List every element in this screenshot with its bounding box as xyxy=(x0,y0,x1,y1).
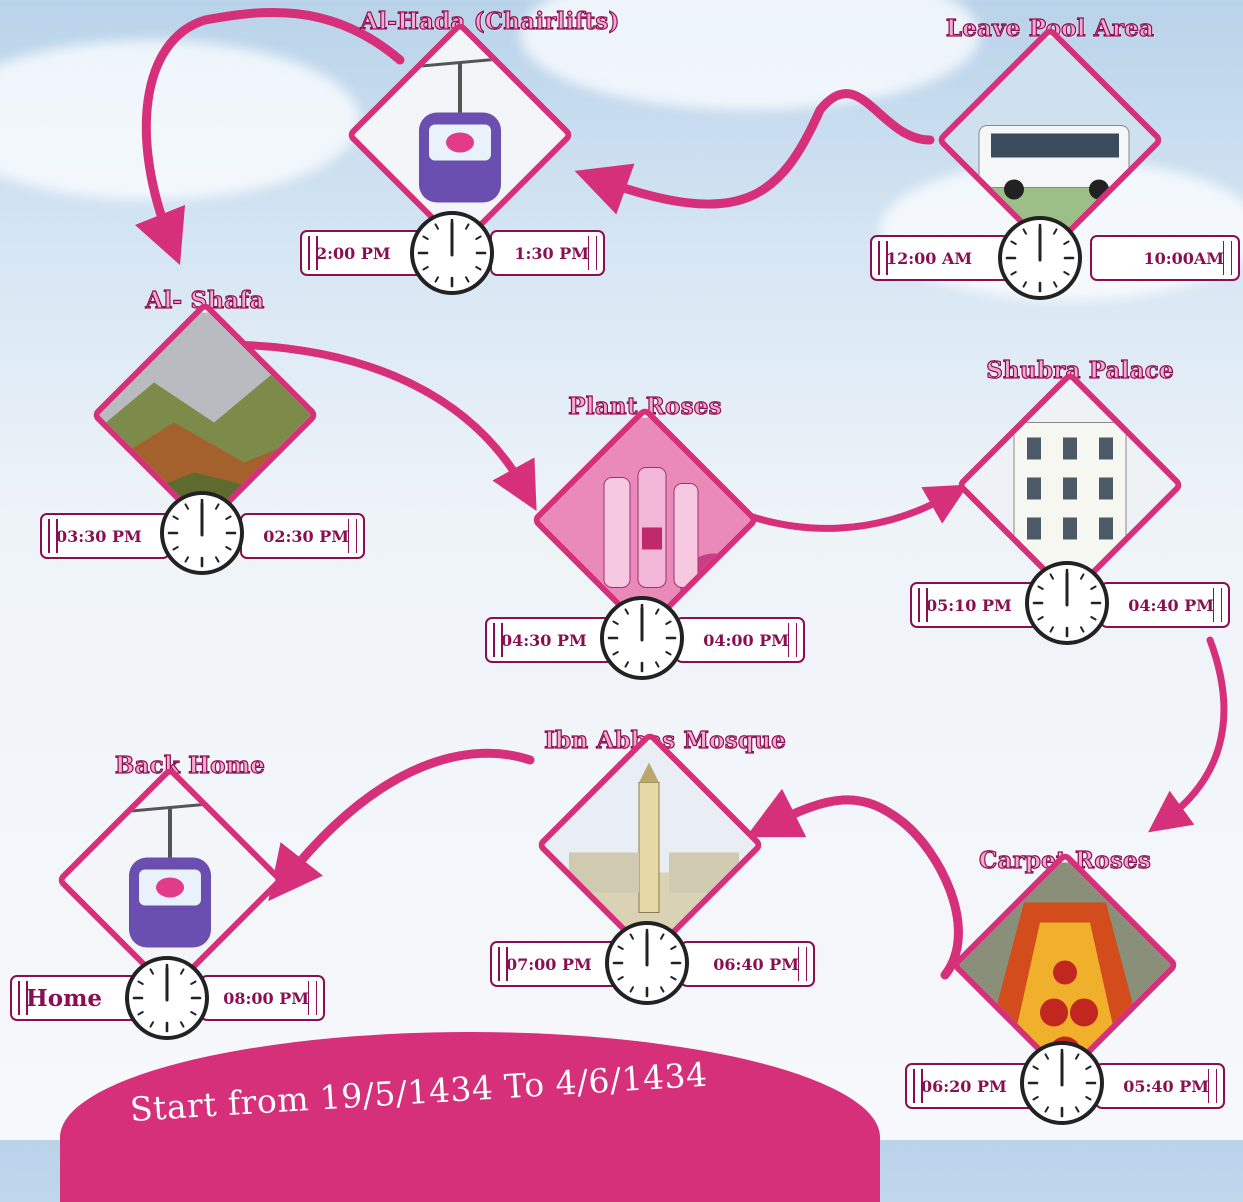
route-arrows xyxy=(134,7,1228,980)
clock-icon xyxy=(1020,1041,1104,1125)
arrow-shafa-to-roses xyxy=(241,341,537,512)
departure-time: 02:30 PM xyxy=(240,513,365,559)
clock-icon xyxy=(998,216,1082,300)
departure-time: 08:00 PM xyxy=(200,975,325,1021)
departure-time: 05:40 PM xyxy=(1095,1063,1225,1109)
arrival-time: 05:10 PM xyxy=(910,582,1040,628)
clock-icon xyxy=(600,596,684,680)
arrival-time: 07:00 PM xyxy=(490,941,620,987)
clock-icon xyxy=(605,921,689,1005)
arrow-carpet-to-mosque xyxy=(745,788,963,980)
clock-icon xyxy=(125,956,209,1040)
arrival-time: 04:30 PM xyxy=(485,617,615,663)
departure-time: 1:30 PM xyxy=(490,230,605,276)
arrival-time: 2:00 PM xyxy=(300,230,430,276)
clock-icon xyxy=(410,211,494,295)
arrival-time: 06:20 PM xyxy=(905,1063,1035,1109)
departure-time: 06:40 PM xyxy=(680,941,815,987)
arrow-pool-to-alhada xyxy=(574,89,935,215)
arrow-alhada-to-shafa xyxy=(134,7,405,266)
cloud xyxy=(0,40,360,200)
clock-icon xyxy=(1025,561,1109,645)
arrow-mosque-to-home xyxy=(268,748,535,902)
departure-time: 04:00 PM xyxy=(675,617,805,663)
clock-icon xyxy=(160,491,244,575)
arrival-time: 03:30 PM xyxy=(40,513,170,559)
arrival-time: 12:00 AM xyxy=(870,235,1010,281)
stop-title: Al-Hada (Chairlifts) xyxy=(360,7,620,35)
departure-time: 10:00AM xyxy=(1090,235,1240,281)
home-label: Home xyxy=(10,975,140,1021)
stop-title: Back Home xyxy=(114,751,266,779)
departure-time: 04:40 PM xyxy=(1100,582,1230,628)
arrow-palace-to-carpet xyxy=(1148,636,1228,833)
